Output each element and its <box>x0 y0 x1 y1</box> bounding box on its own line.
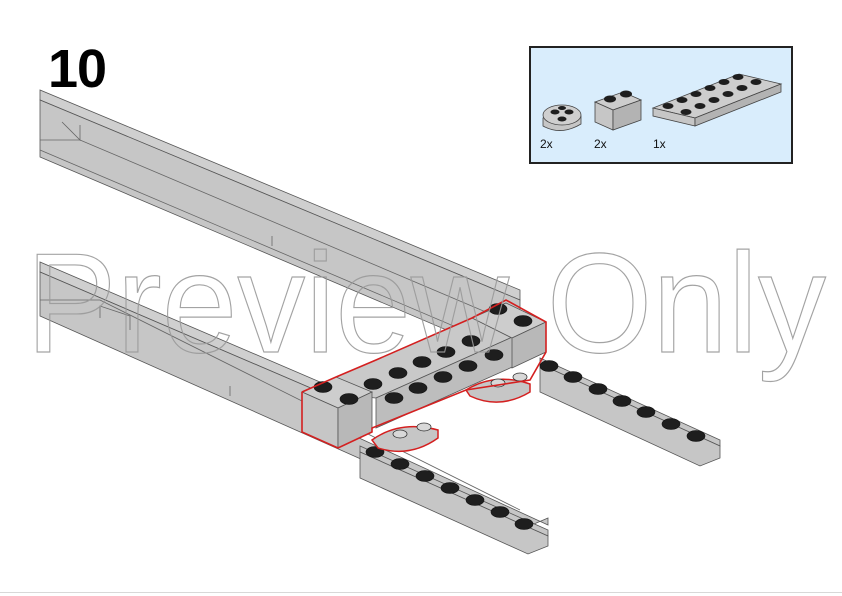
stud <box>636 406 656 418</box>
lower-plate-side <box>359 451 549 555</box>
stud <box>433 371 453 383</box>
quantity-round-plate: 2x <box>540 137 553 151</box>
stud <box>718 79 730 85</box>
stud <box>704 85 716 91</box>
parts-list-callout: 2x 2x 1x <box>529 46 793 164</box>
stud <box>736 85 748 91</box>
stud <box>680 109 692 115</box>
stud <box>564 109 574 115</box>
stud <box>686 430 706 442</box>
new-assembly <box>301 299 547 449</box>
stud <box>384 392 404 404</box>
lower-plate-studs <box>365 446 534 530</box>
stud <box>612 395 632 407</box>
round-stud <box>416 422 432 432</box>
lower-beam-seam <box>99 305 131 330</box>
stud <box>465 494 485 506</box>
part-round-plate-2x2 <box>542 104 582 131</box>
part-brick-1x2 <box>593 90 643 131</box>
stud <box>440 482 460 494</box>
stud <box>620 90 632 98</box>
lower-plate <box>359 445 549 555</box>
parts-list-illustration <box>542 73 783 131</box>
upper-beam-edge <box>39 149 471 334</box>
stud <box>390 458 410 470</box>
step-number: 10 <box>48 39 107 99</box>
stud <box>662 103 674 109</box>
stud <box>557 116 567 122</box>
quantity-plate: 1x <box>653 137 666 151</box>
stud <box>339 393 359 405</box>
stud <box>365 446 385 458</box>
stud <box>690 91 702 97</box>
stud <box>484 349 504 361</box>
stud <box>514 518 534 530</box>
stud <box>408 382 428 394</box>
stud <box>558 106 566 110</box>
part-plate-2x6 <box>651 73 783 127</box>
stud <box>490 506 510 518</box>
stud <box>604 95 616 103</box>
stud <box>750 79 762 85</box>
page-bottom-rule <box>0 592 842 593</box>
stud <box>488 303 508 315</box>
stud <box>676 97 688 103</box>
round-stud <box>512 372 528 382</box>
round-plate-front <box>370 422 439 453</box>
stud <box>539 360 559 372</box>
upper-beam <box>39 89 521 341</box>
stud <box>722 91 734 97</box>
right-plate <box>539 357 721 467</box>
stud <box>550 109 560 115</box>
stud <box>412 356 432 368</box>
stud <box>513 315 533 327</box>
stud <box>363 378 383 390</box>
stud <box>436 346 456 358</box>
stud <box>694 103 706 109</box>
stud <box>461 335 481 347</box>
new-parts-highlight <box>301 299 547 449</box>
stud <box>708 97 720 103</box>
stud <box>588 383 608 395</box>
upper-beam-top <box>39 89 521 301</box>
stud <box>458 360 478 372</box>
quantity-brick: 2x <box>594 137 607 151</box>
round-plate-back <box>464 372 531 403</box>
stud <box>563 371 583 383</box>
upper-beam-seam <box>61 121 81 141</box>
stud <box>415 470 435 482</box>
stud <box>661 418 681 430</box>
round-stud <box>392 429 408 439</box>
stud <box>388 367 408 379</box>
stud <box>732 74 744 80</box>
right-plate-studs <box>539 360 706 442</box>
